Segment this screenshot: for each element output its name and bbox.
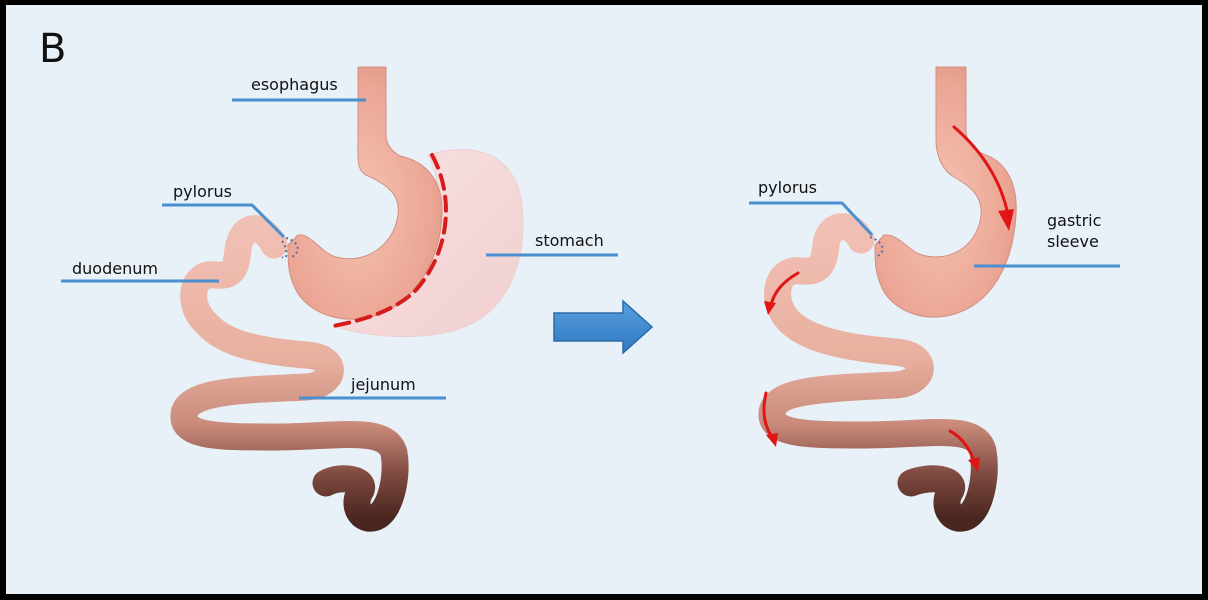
label-duodenum: duodenum [72, 260, 158, 278]
diagram-canvas [6, 5, 1202, 594]
stomach [288, 67, 442, 319]
gastric-sleeve [875, 67, 1016, 317]
label-pylorus: pylorus [173, 183, 232, 201]
after-illustration [749, 67, 1120, 518]
label-gastric-sleeve-line1: gastric [1047, 212, 1101, 230]
diagram-frame: B esophagus pylorus duodenum stomach jej… [6, 5, 1202, 594]
before-illustration [61, 67, 618, 518]
label-esophagus: esophagus [251, 76, 338, 94]
label-stomach: stomach [535, 232, 604, 250]
label-jejunum: jejunum [351, 376, 416, 394]
label-pylorus-after: pylorus [758, 179, 817, 197]
transition-arrow [554, 301, 652, 353]
panel-label: B [39, 29, 66, 69]
label-gastric-sleeve-line2: sleeve [1047, 233, 1099, 251]
flow-arrow-loop-head [766, 433, 778, 447]
